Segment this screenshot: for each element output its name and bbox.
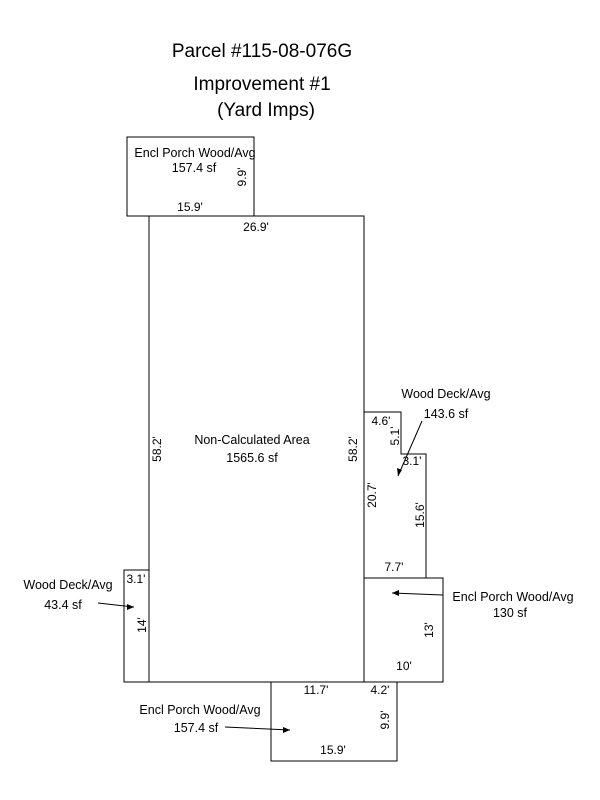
bottom-porch-pointer-line (224, 726, 291, 731)
right-porch-size: 130 sf (493, 606, 528, 620)
left-deck-outline (123, 569, 150, 683)
main-area-right-dimension: 58.2' (346, 436, 360, 462)
improvement-title: Improvement #1 (193, 74, 330, 95)
top-porch-width-dimension: 15.9' (177, 200, 203, 214)
left-deck-width-dimension: 3.1' (127, 572, 146, 586)
main-area-size: 1565.6 sf (226, 451, 278, 465)
top-porch-height-dimension: 9.9' (235, 168, 249, 187)
right-deck-left-dimension: 20.7' (365, 482, 379, 508)
left-deck-label: Wood Deck/Avg (23, 578, 112, 592)
bottom-porch-top-right-dimension: 4.2' (371, 683, 390, 697)
right-deck-top-dimension: 4.6' (372, 414, 391, 428)
right-deck-label: Wood Deck/Avg (401, 387, 490, 401)
main-area-outline (148, 215, 365, 683)
right-deck-size: 143.6 sf (424, 407, 469, 421)
right-porch-label: Encl Porch Wood/Avg (452, 590, 573, 604)
bottom-porch-label: Encl Porch Wood/Avg (139, 703, 260, 717)
right-porch-width-dimension: 10' (396, 659, 412, 673)
bottom-porch-height-dimension: 9.9' (378, 711, 392, 730)
bottom-porch-width-dimension: 15.9' (320, 743, 346, 757)
top-porch-label: Encl Porch Wood/Avg (134, 146, 255, 160)
left-deck-height-dimension: 14' (135, 617, 149, 633)
right-porch-pointer-arrowhead (392, 590, 399, 596)
right-deck-step-dimension: 3.1' (403, 454, 422, 468)
bottom-porch-size: 157.4 sf (174, 721, 219, 735)
bottom-porch-pointer-arrowhead (283, 727, 290, 733)
top-porch-size: 157.4 sf (172, 161, 217, 175)
right-porch-outline (363, 577, 444, 683)
left-deck-size: 43.4 sf (44, 598, 82, 612)
top-porch-outline (126, 136, 255, 217)
right-deck-right-dimension: 15.6' (413, 502, 427, 528)
right-deck-notch-dimension: 5.1' (388, 427, 402, 446)
left-deck-pointer-arrowhead (127, 604, 134, 610)
right-porch-pointer-line (391, 592, 444, 596)
bottom-porch-top-left-dimension: 11.7' (304, 683, 329, 697)
parcel-title: Parcel #115-08-076G (172, 41, 352, 62)
main-area-top-dimension: 26.9' (243, 220, 269, 234)
right-deck-pointer-arrowhead (397, 468, 402, 476)
main-area-left-dimension: 58.2' (150, 436, 164, 462)
main-area-label: Non-Calculated Area (194, 433, 309, 447)
right-deck-bottom-dimension: 7.7' (385, 560, 404, 574)
right-porch-height-dimension: 13' (422, 622, 436, 638)
yard-imps-subtitle: (Yard Imps) (217, 100, 315, 121)
bottom-porch-outline (270, 681, 398, 762)
right-deck-pointer-line (397, 420, 423, 477)
